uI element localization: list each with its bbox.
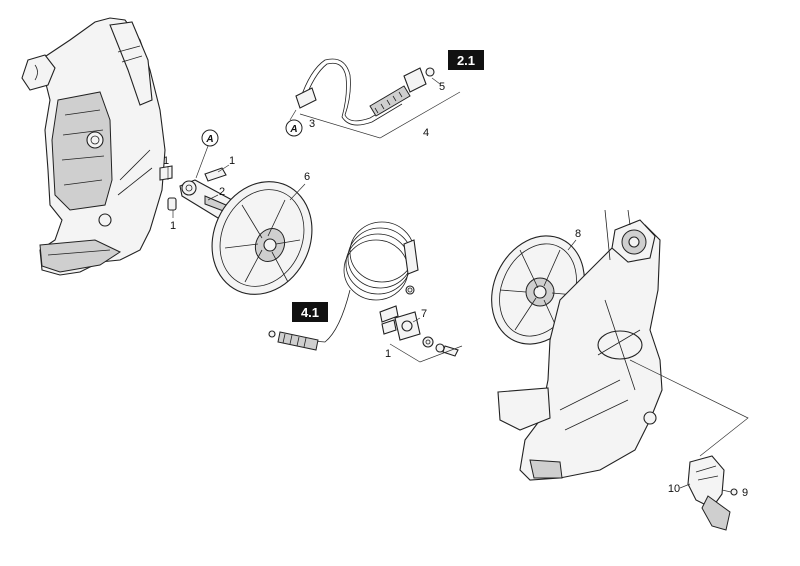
callout-4: 4 <box>423 127 429 139</box>
coiled-hose <box>268 221 419 351</box>
right-housing <box>497 209 749 481</box>
callout-10: 10 <box>668 483 680 495</box>
circle-mark-a-left: A <box>195 129 219 179</box>
left-housing <box>21 17 166 276</box>
callout-1d: 1 <box>385 348 391 360</box>
circle-mark-a-top-text: A <box>289 124 297 135</box>
crank-handle <box>679 455 738 531</box>
callout-7: 7 <box>421 308 427 320</box>
badge-4-1: 4.1 <box>292 302 328 322</box>
callout-labels: 1 1 1 2 3 4 5 6 7 1 8 9 10 <box>163 81 748 499</box>
callout-1a: 1 <box>163 155 169 167</box>
callout-8: 8 <box>575 228 581 240</box>
callout-1b: 1 <box>229 155 235 167</box>
callout-5: 5 <box>439 81 445 93</box>
swivel-connector <box>379 305 463 363</box>
top-hose-assembly <box>289 58 461 139</box>
circle-mark-a-left-text: A <box>205 134 213 145</box>
circle-mark-a-top: A <box>285 119 303 137</box>
callout-1c: 1 <box>170 220 176 232</box>
badge-4-1-text: 4.1 <box>301 305 319 320</box>
callout-leaders-left <box>167 164 230 218</box>
callout-3: 3 <box>309 118 315 130</box>
badge-2-1: 2.1 <box>448 50 484 70</box>
callout-2: 2 <box>219 186 225 198</box>
callout-9: 9 <box>742 487 748 499</box>
hose-reel-6 <box>211 181 313 295</box>
badge-2-1-text: 2.1 <box>457 53 475 68</box>
callout-6: 6 <box>304 171 310 183</box>
